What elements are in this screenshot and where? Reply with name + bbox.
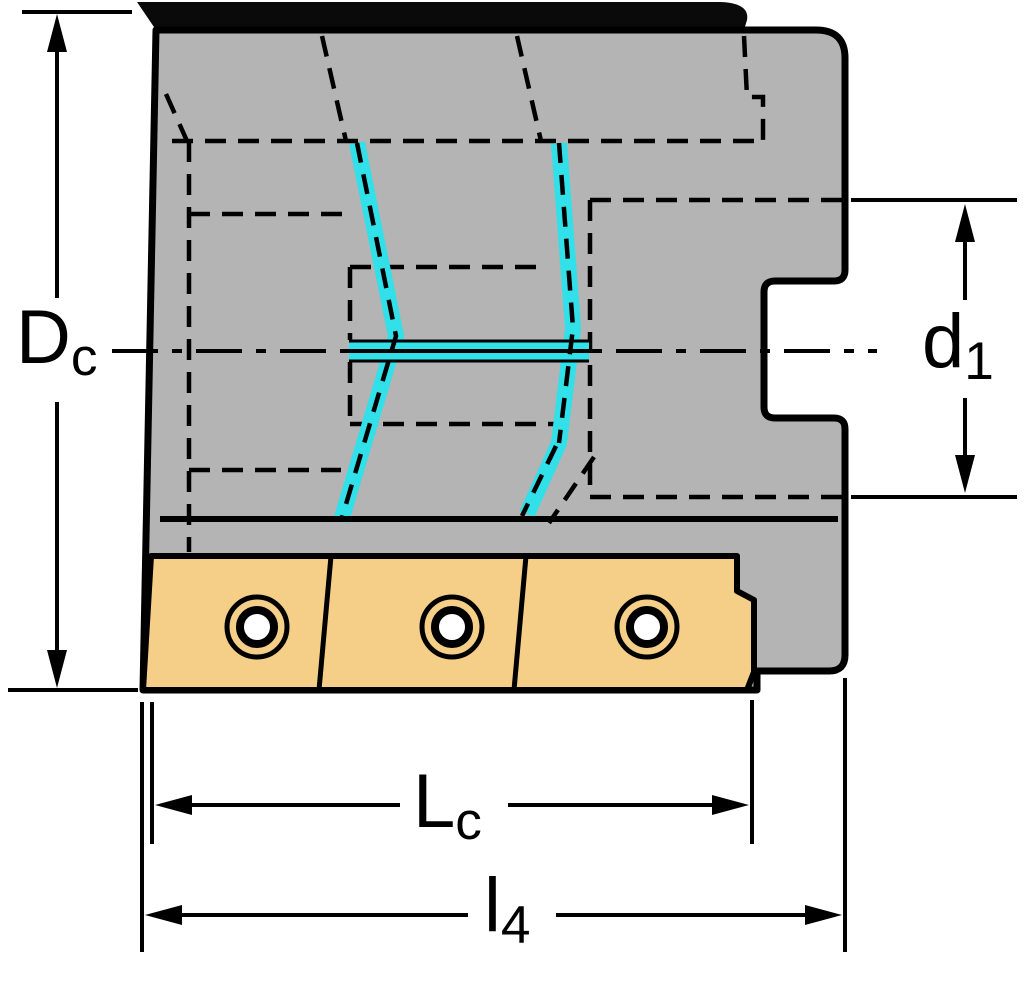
label-lc: Lc (413, 764, 482, 848)
label-d1-subscript: 1 (964, 331, 994, 391)
label-d1-symbol: d (922, 299, 965, 384)
screw-hole-inner (626, 606, 668, 648)
lc-arrow-right (712, 795, 749, 815)
hidden-lines (163, 35, 845, 552)
hidden-line (163, 93, 190, 142)
dc-arrow-up (47, 14, 67, 52)
label-d1: d1 (922, 304, 994, 388)
d1-arrow-down (955, 455, 975, 493)
screw-hole-outer (224, 594, 290, 660)
hidden-line (319, 35, 349, 142)
label-dc-symbol: D (16, 295, 71, 380)
screw-hole (419, 594, 485, 660)
dimension-lc (150, 700, 754, 844)
inserts (140, 553, 757, 693)
l4-arrow-left (145, 905, 182, 925)
screw-hole (224, 594, 290, 660)
label-l4-symbol: l (484, 863, 501, 948)
screw-hole (614, 594, 680, 660)
label-l4-subscript: 4 (500, 895, 531, 955)
label-dc: Dc (16, 300, 97, 384)
dimension-dc (8, 10, 138, 692)
dc-arrow-down (47, 650, 67, 688)
hidden-line (514, 35, 544, 142)
channel-dashed-outline (519, 445, 559, 517)
label-dc-subscript: c (70, 327, 98, 387)
label-l4: l4 (484, 868, 530, 952)
label-lc-symbol: L (413, 759, 456, 844)
insert-divider (511, 555, 529, 691)
dimension-l4 (140, 678, 847, 952)
lc-arrow-left (155, 795, 192, 815)
channel-dashed-outline (547, 455, 596, 525)
l4-arrow-right (805, 905, 842, 925)
channel-dashed-outline (338, 142, 399, 522)
insert-divider (316, 555, 334, 691)
dimension-d1 (851, 198, 1017, 499)
d1-arrow-up (955, 204, 975, 242)
coolant-channels (333, 141, 596, 525)
screw-hole-outer (614, 594, 680, 660)
hidden-line (741, 35, 766, 141)
screw-hole-inner (236, 606, 278, 648)
screw-hole-inner (431, 606, 473, 648)
screw-hole-outer (419, 594, 485, 660)
label-lc-subscript: c (455, 791, 482, 851)
top-cap (137, 2, 748, 30)
channel-dashed-outline (556, 142, 576, 444)
